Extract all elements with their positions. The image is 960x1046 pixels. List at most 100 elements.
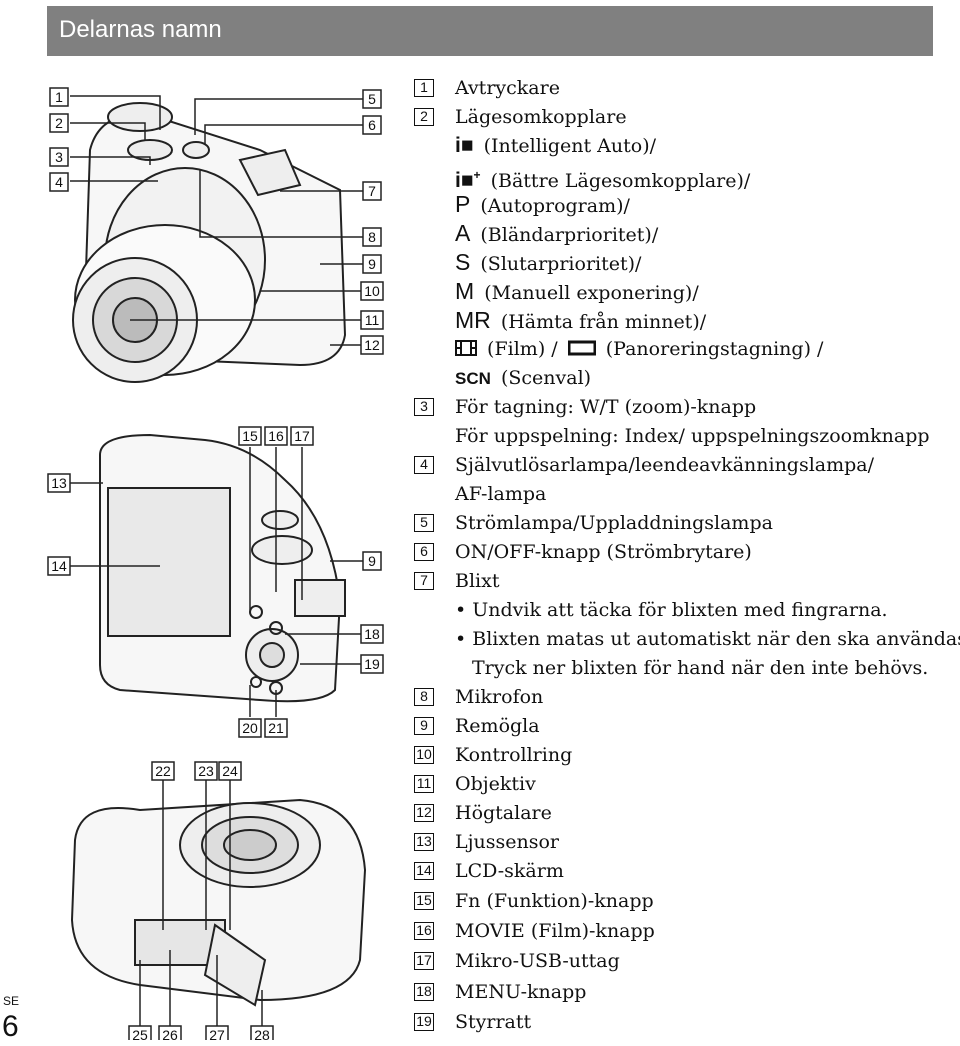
intelligent-auto-icon: i■ xyxy=(455,134,474,157)
figure-label: 14 xyxy=(51,558,67,574)
item-number: 19 xyxy=(414,1013,434,1031)
figure-label: 5 xyxy=(368,91,376,107)
item-label: Fn (Funktion)-knapp xyxy=(455,890,654,912)
section-header: Delarnas namn xyxy=(47,6,933,56)
mode-item: i■ (Intelligent Auto)/ xyxy=(455,132,656,160)
item-number: 5 xyxy=(414,514,434,532)
memory-recall-icon: MR xyxy=(455,307,491,333)
item-label: ON/OFF-knapp (Strömbrytare) xyxy=(455,541,752,563)
figure-label: 8 xyxy=(368,229,376,245)
shutter-mode-icon: S xyxy=(455,249,471,275)
figure-label: 2 xyxy=(55,115,63,131)
mode-item: (Film) / (Panoreringstagning) / xyxy=(455,335,823,363)
item-label: LCD-skärm xyxy=(455,860,564,882)
item-label: Remögla xyxy=(455,715,540,737)
program-mode-icon: P xyxy=(455,191,471,217)
figure-label: 12 xyxy=(364,337,380,353)
mode-item: MR (Hämta från minnet)/ xyxy=(455,306,706,334)
note-text: Blixten matas ut automatiskt när den ska… xyxy=(472,628,960,650)
figure-label: 7 xyxy=(368,183,376,199)
figure-label: 11 xyxy=(365,312,380,328)
item-number: 15 xyxy=(414,892,434,910)
figure-label: 18 xyxy=(364,626,380,642)
mode-label: (Manuell exponering)/ xyxy=(484,282,699,304)
mode-label: (Slutarprioritet)/ xyxy=(480,253,642,275)
item-number: 8 xyxy=(414,688,434,706)
item-number: 1 xyxy=(414,79,434,97)
note-bullet: • Blixten matas ut automatiskt när den s… xyxy=(455,625,960,653)
figure-label: 6 xyxy=(368,117,376,133)
note-text-continued: Tryck ner blixten för hand när den inte … xyxy=(472,657,929,679)
item-number: 12 xyxy=(414,804,434,822)
figure-label: 1 xyxy=(55,89,63,105)
item-number: 4 xyxy=(414,456,434,474)
manual-mode-icon: M xyxy=(455,278,475,304)
mode-label: (Scenval) xyxy=(500,367,592,389)
item-label: Objektiv xyxy=(455,773,536,795)
item-number: 7 xyxy=(414,572,434,590)
note-bullet: • Undvik att täcka för blixten med fingr… xyxy=(455,596,888,624)
camera-parts-illustration: 1 2 3 4 5 6 7 8 9 10 11 12 13 14 15 16 1… xyxy=(47,87,384,1040)
item-label: För tagning: W/T (zoom)-knapp xyxy=(455,396,757,418)
item-label: Lägesomkopplare xyxy=(455,106,627,128)
figure-label: 19 xyxy=(364,656,380,672)
film-icon xyxy=(455,340,477,356)
figure-label: 27 xyxy=(209,1027,225,1040)
item-number: 16 xyxy=(414,922,434,940)
mode-label: (Panoreringstagning) / xyxy=(605,338,824,360)
page-number: 6 xyxy=(2,1010,19,1043)
figure-label: 10 xyxy=(364,283,380,299)
figure-label: 15 xyxy=(242,428,258,444)
mode-label: (Autoprogram)/ xyxy=(480,195,630,217)
section-title: Delarnas namn xyxy=(59,16,222,43)
item-number: 10 xyxy=(414,746,434,764)
figure-label: 4 xyxy=(55,174,63,190)
bullet-icon: • xyxy=(455,599,473,621)
item-number: 3 xyxy=(414,398,434,416)
item-number: 11 xyxy=(414,775,434,793)
mode-item: P (Autoprogram)/ xyxy=(455,190,630,218)
mode-label: (Intelligent Auto)/ xyxy=(483,135,657,157)
figure-label: 3 xyxy=(55,149,63,165)
item-number: 9 xyxy=(414,717,434,735)
mode-item: i■+ (Bättre Lägesomkopplare)/ xyxy=(455,161,751,192)
item-number: 13 xyxy=(414,833,434,851)
item-label: Mikro-USB-uttag xyxy=(455,950,620,972)
figure-label: 9 xyxy=(368,553,376,569)
figure-label: 16 xyxy=(268,428,284,444)
mode-item: A (Bländarprioritet)/ xyxy=(455,219,658,247)
figure-label: 21 xyxy=(268,720,284,736)
mode-label: (Bländarprioritet)/ xyxy=(480,224,659,246)
scene-mode-icon: SCN xyxy=(455,369,491,388)
item-label: Blixt xyxy=(455,570,500,592)
item-label: Högtalare xyxy=(455,802,552,824)
superior-auto-icon: i■+ xyxy=(455,168,481,192)
item-label-continued: För uppspelning: Index/ uppspelningszoom… xyxy=(455,425,930,447)
figure-label: 13 xyxy=(51,475,67,491)
mode-label: (Film) / xyxy=(487,338,558,360)
note-text: Undvik att täcka för blixten med fingrar… xyxy=(472,599,888,621)
figure-label: 24 xyxy=(222,763,238,779)
item-label: Självutlösarlampa/leendeavkänningslampa/ xyxy=(455,454,875,476)
item-label: Styrratt xyxy=(455,1011,532,1033)
figure-label: 9 xyxy=(368,256,376,272)
aperture-mode-icon: A xyxy=(455,220,471,246)
item-label: Kontrollring xyxy=(455,744,573,766)
item-label: MENU-knapp xyxy=(455,981,587,1003)
figure-label: 28 xyxy=(254,1027,270,1040)
item-number: 18 xyxy=(414,983,434,1001)
bullet-icon: • xyxy=(455,628,473,650)
mode-item: M (Manuell exponering)/ xyxy=(455,277,699,305)
item-label: Avtryckare xyxy=(455,77,560,99)
item-label: Strömlampa/Uppladdningslampa xyxy=(455,512,773,534)
mode-item: S (Slutarprioritet)/ xyxy=(455,248,641,276)
mode-item: SCN (Scenval) xyxy=(455,364,591,392)
item-number: 17 xyxy=(414,952,434,970)
mode-label: (Bättre Lägesomkopplare)/ xyxy=(490,170,751,192)
item-label: MOVIE (Film)-knapp xyxy=(455,920,655,942)
item-label: Mikrofon xyxy=(455,686,544,708)
figure-label: 22 xyxy=(155,763,171,779)
panorama-icon xyxy=(567,340,597,356)
figure-label: 20 xyxy=(242,720,258,736)
item-number: 2 xyxy=(414,108,434,126)
